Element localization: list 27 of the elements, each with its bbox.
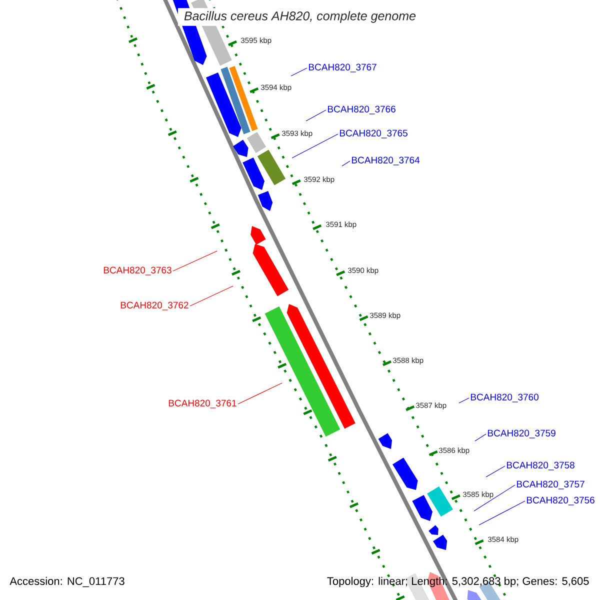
title: Bacillus cereus AH820, complete genome <box>178 8 422 26</box>
leader-line <box>486 466 506 478</box>
accession-label: Accession: NC_011773 <box>10 576 124 588</box>
gene-label: BCAH820_3767 <box>309 64 376 72</box>
gene-label: BCAH820_3757 <box>517 480 584 490</box>
leader-line <box>478 500 526 526</box>
gene-label: BCAH820_3758 <box>507 462 574 470</box>
leader-line <box>306 110 326 122</box>
gene-label: BCAH820_3763 <box>104 266 172 276</box>
genome-info: Topology: linear; Length: 5,302,683 bp; Genes: 5,605 <box>327 576 589 588</box>
gene-label: BCAH820_3765 <box>340 130 408 138</box>
gene-label: BCAH820_3762 <box>120 302 188 310</box>
leader-line <box>474 434 486 442</box>
leader-line <box>458 398 470 404</box>
leader-line <box>290 68 308 76</box>
leader-line <box>292 134 338 158</box>
gene-label: BCAH820_3766 <box>328 106 396 114</box>
leader-line <box>238 382 282 404</box>
leader-line <box>172 250 218 272</box>
leader-line <box>342 160 350 166</box>
gene-label: BCAH820_3756 <box>527 496 594 506</box>
gene-label: BCAH820_3761 <box>168 400 236 408</box>
leader-line <box>190 286 234 306</box>
gene-label: BCAH820_3760 <box>471 394 538 402</box>
gene-label: BCAH820_3759 <box>488 430 556 438</box>
leader-line <box>474 484 516 512</box>
gene-label: BCAH820_3764 <box>352 156 420 166</box>
